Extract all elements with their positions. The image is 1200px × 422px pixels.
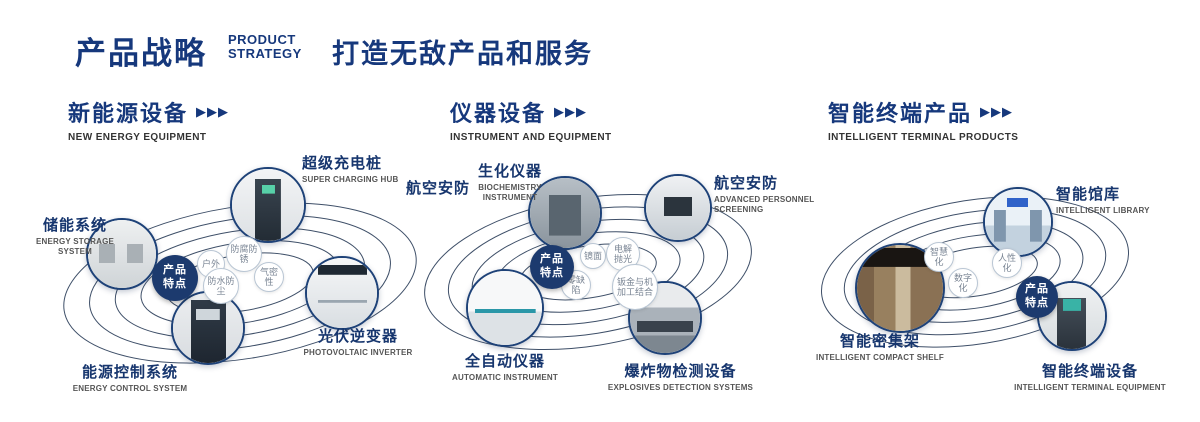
product-name: 全自动仪器 (464, 353, 545, 370)
page-title-en-line1: PRODUCT (228, 32, 296, 47)
product-circle-biochemistry (528, 176, 602, 250)
section-head-instrument: 仪器设备 ▶▶▶ INSTRUMENT AND EQUIPMENT (450, 96, 611, 143)
product-label-aviation-security: 航空安防 ADVANCED PERSONNEL SCREENING (714, 172, 834, 216)
page-slogan: 打造无敌产品和服务 (332, 39, 593, 69)
section-subtitle: NEW ENERGY EQUIPMENT (68, 132, 207, 143)
product-name: 超级充电桩 (302, 155, 383, 172)
feature-bubble: 镜面 (580, 243, 606, 269)
energy-storage-photo (88, 220, 156, 288)
badge-line2: 特点 (163, 278, 187, 290)
product-name: 智能密集架 (839, 333, 920, 350)
product-circle-intelligent-library (983, 187, 1053, 257)
feature-bubble: 人性化 (992, 248, 1022, 278)
side-label-aviation-security: 航空安防 (406, 180, 471, 197)
product-label-charging-hub: 超级充电桩 SUPER CHARGING HUB (302, 152, 432, 185)
feature-bubble: 钣金与机加工结合 (612, 264, 658, 310)
product-name: 储能系统 (42, 217, 107, 234)
product-name-en: BIOCHEMISTRY INSTRUMENT (478, 183, 542, 203)
section-subtitle: INTELLIGENT TERMINAL PRODUCTS (828, 132, 1019, 143)
product-name-en: SUPER CHARGING HUB (302, 175, 399, 184)
feature-bubble: 气密性 (254, 262, 284, 292)
feature-bubble: 防腐防锈 (226, 236, 262, 272)
product-name: 智能终端设备 (1041, 363, 1138, 380)
product-circle-automatic-instrument (466, 269, 544, 347)
feature-bubble: 数字化 (948, 268, 978, 298)
product-name: 能源控制系统 (81, 364, 178, 381)
product-name-en: AUTOMATIC INSTRUMENT (452, 373, 558, 382)
section-title: 智能终端产品 (828, 101, 973, 126)
product-label-energy-storage: 储能系统 ENERGY STORAGE SYSTEM (20, 214, 130, 258)
charging-hub-photo (232, 169, 304, 241)
product-circle-energy-storage (86, 218, 158, 290)
product-label-compact-shelf: 智能密集架 INTELLIGENT COMPACT SHELF (810, 330, 950, 363)
triple-arrow-icon: ▶▶▶ (980, 104, 1014, 119)
product-name: 光伏逆变器 (317, 328, 398, 345)
product-label-explosives-detection: 爆炸物检测设备 EXPLOSIVES DETECTION SYSTEMS (588, 360, 773, 393)
feature-bubble: 智慧化 (924, 242, 954, 272)
product-name-en: EXPLOSIVES DETECTION SYSTEMS (607, 383, 754, 392)
product-name: 爆炸物检测设备 (624, 363, 737, 380)
biochemistry-photo (530, 178, 600, 248)
section-title: 仪器设备 (450, 101, 547, 126)
page-title: 产品战略 (75, 36, 207, 71)
product-label-terminal-equipment: 智能终端设备 INTELLIGENT TERMINAL EQUIPMENT (1000, 360, 1180, 393)
product-label-intelligent-library: 智能馆库 INTELLIGENT LIBRARY (1056, 183, 1186, 216)
product-name: 智能馆库 (1056, 186, 1121, 203)
product-name-en: INTELLIGENT COMPACT SHELF (816, 353, 944, 362)
product-name-en: INTELLIGENT LIBRARY (1056, 206, 1150, 215)
triple-arrow-icon: ▶▶▶ (554, 104, 588, 119)
product-name-en: INTELLIGENT TERMINAL EQUIPMENT (1014, 383, 1166, 392)
badge-line1: 产品 (540, 253, 564, 266)
aviation-security-photo (646, 176, 710, 240)
product-features-badge: 产品 特点 (1016, 276, 1058, 318)
product-label-pv-inverter: 光伏逆变器 PHOTOVOLTAIC INVERTER (288, 325, 428, 358)
automatic-instrument-photo (468, 271, 542, 345)
badge-line1: 产品 (163, 264, 187, 277)
page-title-en: PRODUCT STRATEGY (228, 32, 302, 62)
section-title: 新能源设备 (68, 101, 189, 126)
product-label-biochemistry: 生化仪器 BIOCHEMISTRY INSTRUMENT (455, 160, 565, 204)
product-features-badge: 产品 特点 (530, 245, 574, 289)
intelligent-library-photo (985, 189, 1051, 255)
badge-line1: 产品 (1025, 283, 1049, 296)
badge-line2: 特点 (540, 267, 564, 279)
product-circle-aviation-security (644, 174, 712, 242)
product-features-badge: 产品 特点 (152, 255, 198, 301)
product-circle-energy-control (171, 291, 245, 365)
section-head-new-energy: 新能源设备 ▶▶▶ NEW ENERGY EQUIPMENT (68, 96, 229, 143)
product-label-energy-control: 能源控制系统 ENERGY CONTROL SYSTEM (55, 361, 205, 394)
energy-control-photo (173, 293, 243, 363)
product-name-en: ADVANCED PERSONNEL SCREENING (714, 195, 815, 215)
feature-bubble: 防水防尘 (203, 268, 239, 304)
product-name-en: ENERGY STORAGE SYSTEM (35, 237, 115, 257)
product-circle-charging-hub (230, 167, 306, 243)
product-name: 生化仪器 (477, 163, 542, 180)
triple-arrow-icon: ▶▶▶ (196, 104, 230, 119)
page-title-en-line2: STRATEGY (228, 46, 302, 62)
product-label-automatic-instrument: 全自动仪器 AUTOMATIC INSTRUMENT (425, 350, 585, 383)
section-subtitle: INSTRUMENT AND EQUIPMENT (450, 132, 612, 143)
badge-line2: 特点 (1025, 297, 1049, 309)
product-name-en: ENERGY CONTROL SYSTEM (72, 384, 188, 393)
section-head-intelligent-terminal: 智能终端产品 ▶▶▶ INTELLIGENT TERMINAL PRODUCTS (828, 96, 1018, 143)
product-circle-compact-shelf (855, 243, 945, 333)
product-circle-pv-inverter (305, 256, 379, 330)
product-name: 航空安防 (714, 175, 779, 192)
product-name-en: PHOTOVOLTAIC INVERTER (303, 348, 413, 357)
pv-inverter-photo (307, 258, 377, 328)
